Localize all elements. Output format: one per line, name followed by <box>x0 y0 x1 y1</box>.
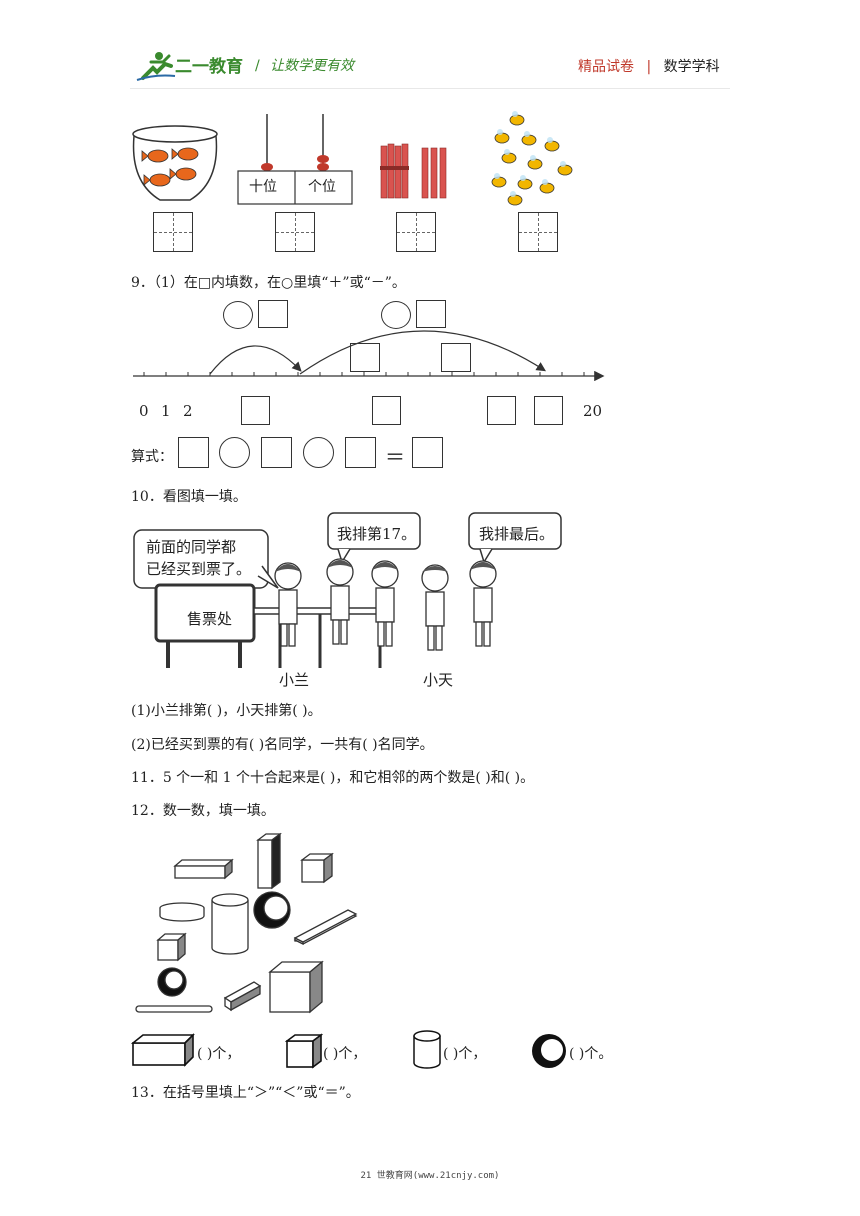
brand-text: 二一教育 <box>175 56 243 77</box>
axis-label-2: 2 <box>183 402 193 420</box>
jump1-sign-circle[interactable] <box>223 301 253 329</box>
jump1-amount-box[interactable] <box>258 300 288 328</box>
bubble-front-text: 前面的同学都 已经买到票了。 <box>146 536 251 580</box>
axis-box-2[interactable] <box>372 396 401 425</box>
abacus-image <box>237 112 353 207</box>
count-cuboid[interactable]: ( )个， <box>197 1046 241 1062</box>
q10-line-2[interactable]: (2)已经买到票的有( )名同学，一共有( )名同学。 <box>131 737 434 753</box>
fishbowl-image <box>130 112 225 207</box>
count-sphere[interactable]: ( )个。 <box>569 1046 613 1062</box>
formula-box-3[interactable] <box>345 437 376 468</box>
axis-label-20: 20 <box>583 402 603 420</box>
header-divider <box>130 88 730 89</box>
answer-grid-fish[interactable] <box>153 212 193 252</box>
brand-logo: 二一教育 / 让数学更有效 <box>135 50 380 82</box>
name-xiaolan: 小兰 <box>279 671 310 689</box>
axis-box-1[interactable] <box>241 396 270 425</box>
number-line <box>130 330 610 390</box>
q9-title: 9．（1）在□内填数，在○里填“＋”或“－”。 <box>131 275 406 291</box>
runner-icon <box>136 52 176 81</box>
q12-title: 12．数一数，填一填。 <box>131 803 275 819</box>
q13-title: 13．在括号里填上“＞”“＜”或“＝”。 <box>131 1085 360 1101</box>
answer-grid-sticks[interactable] <box>396 212 436 252</box>
shapes-illustration <box>130 830 360 1020</box>
axis-label-0: 0 <box>139 402 149 420</box>
cylinder-icon <box>412 1030 442 1070</box>
cube-icon <box>284 1033 324 1069</box>
jump2-amount-box[interactable] <box>416 300 446 328</box>
count-cylinder[interactable]: ( )个， <box>443 1046 487 1062</box>
page-footer: 21 世教育网(www.21cnjy.com) <box>360 1171 500 1181</box>
name-xiaotian: 小天 <box>423 671 454 689</box>
booth-sign: 售票处 <box>187 610 233 628</box>
axis-label-1: 1 <box>161 402 171 420</box>
header-label-subject: 数学学科 <box>663 59 720 75</box>
abacus-tens-label: 十位 <box>249 179 277 195</box>
count-cube[interactable]: ( )个， <box>323 1046 367 1062</box>
sticks-image <box>378 140 458 202</box>
formula-circle-1[interactable] <box>219 437 250 468</box>
bubble-last-text: 我排最后。 <box>479 525 555 543</box>
midpoint-box-1[interactable] <box>350 343 380 372</box>
answer-grid-abacus[interactable] <box>275 212 315 252</box>
axis-box-3[interactable] <box>487 396 516 425</box>
bubble-front-line-1: 前面的同学都 <box>146 538 237 556</box>
header-subject: 精品试卷 | 数学学科 <box>578 59 720 75</box>
formula-equals: ＝ <box>385 445 405 469</box>
formula-label: 算式： <box>131 449 173 465</box>
bubble-front-line-2: 已经买到票了。 <box>146 560 252 578</box>
formula-box-1[interactable] <box>178 437 209 468</box>
abacus-ones-label: 个位 <box>308 179 336 195</box>
formula-box-2[interactable] <box>261 437 292 468</box>
answer-grid-bees[interactable] <box>518 212 558 252</box>
jump2-sign-circle[interactable] <box>381 301 411 329</box>
axis-box-4[interactable] <box>534 396 563 425</box>
q10-title: 10．看图填一填。 <box>131 489 247 505</box>
formula-result-box[interactable] <box>412 437 443 468</box>
bubble-17-text: 我排第17。 <box>337 525 417 543</box>
bees-image <box>487 108 582 208</box>
svg-text:/: / <box>255 58 260 74</box>
sphere-icon <box>530 1032 568 1070</box>
queue-illustration <box>128 510 578 680</box>
q10-line-1[interactable]: (1)小兰排第( )，小天排第( )。 <box>131 703 322 719</box>
formula-circle-2[interactable] <box>303 437 334 468</box>
slogan-text: 让数学更有效 <box>270 58 356 74</box>
header-label-paper: 精品试卷 <box>578 59 634 75</box>
midpoint-box-2[interactable] <box>441 343 471 372</box>
q11-text[interactable]: 11．5 个一和 1 个十合起来是( )，和它相邻的两个数是( )和( )。 <box>131 770 535 786</box>
cuboid-icon <box>130 1033 196 1067</box>
